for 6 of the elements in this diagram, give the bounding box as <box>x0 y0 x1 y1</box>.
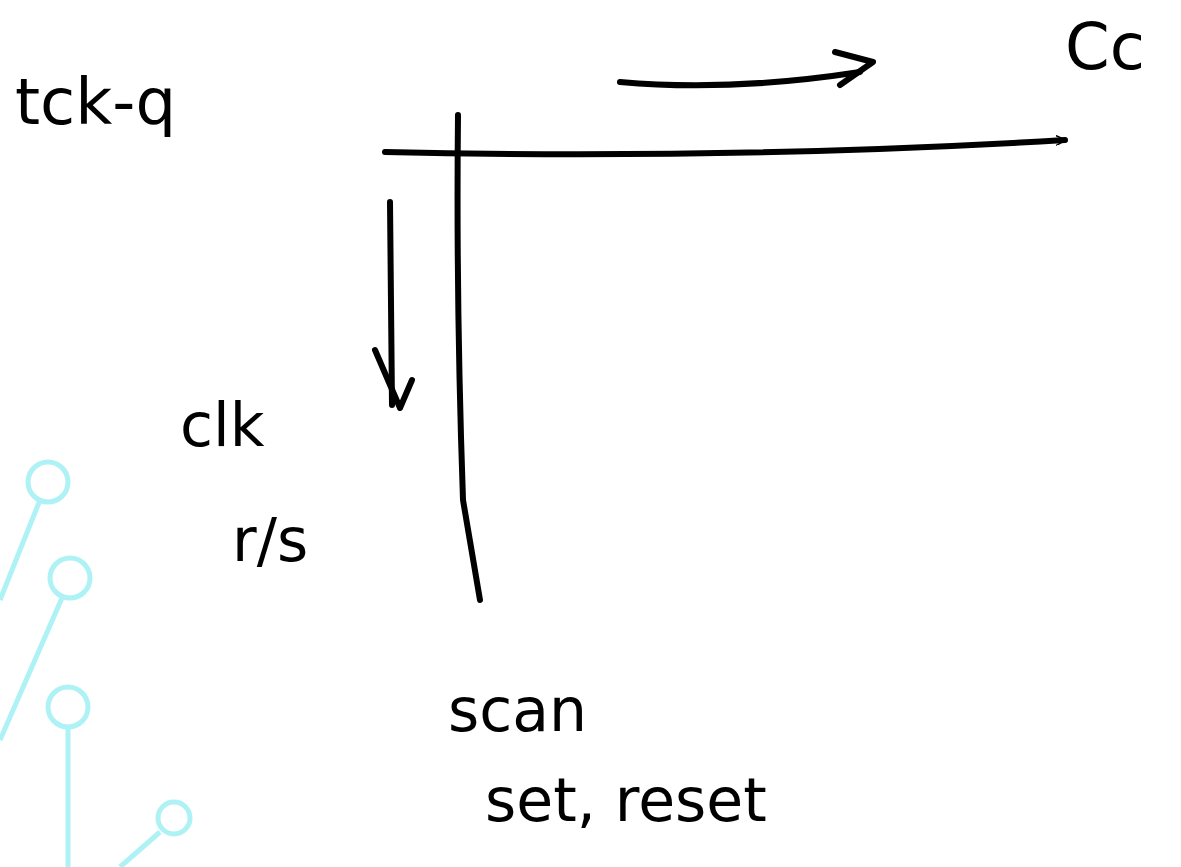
handwritten-label: set, reset <box>485 770 767 830</box>
arrow <box>382 134 1068 158</box>
handwritten-label: clk <box>180 395 265 455</box>
node-label: Cc <box>1065 15 1145 79</box>
handwritten-label: scan <box>448 680 588 740</box>
handwritten-label: r/s <box>232 510 309 570</box>
